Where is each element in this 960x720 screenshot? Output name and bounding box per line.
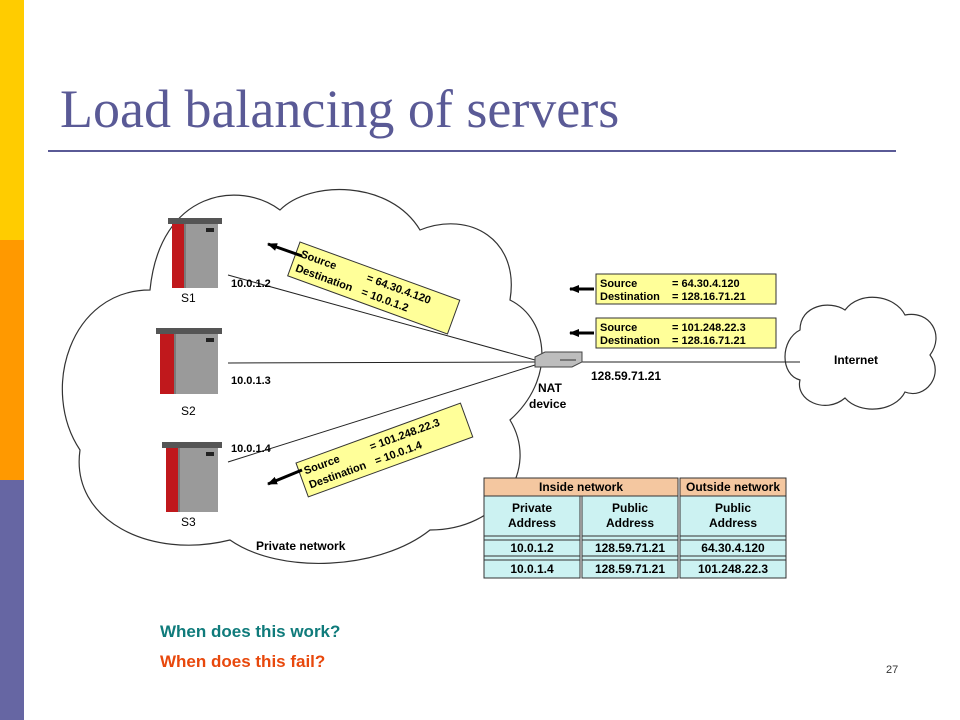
sidebar-band-yellow bbox=[0, 0, 24, 240]
link-s1-nat bbox=[227, 274, 536, 361]
packet-in1-dest-label: Destination bbox=[600, 291, 660, 303]
slide-title: Load balancing of servers bbox=[60, 79, 620, 139]
nat-label-line1: NAT bbox=[538, 381, 562, 395]
sidebar-band-purple bbox=[0, 480, 24, 720]
col-public-line2: Address bbox=[606, 516, 654, 530]
table-row: 10.0.1.4 128.59.71.21 101.248.22.3 bbox=[483, 559, 787, 579]
nat-ip: 128.59.71.21 bbox=[591, 369, 661, 383]
row1-outside: 64.30.4.120 bbox=[701, 541, 765, 555]
server-s1-ip: 10.0.1.2 bbox=[231, 278, 271, 290]
nat-table: Inside network Outside network Private A… bbox=[483, 477, 787, 579]
packet-in1-source-value: = 64.30.4.120 bbox=[672, 278, 740, 290]
packet-in1-source-label: Source bbox=[600, 278, 637, 290]
table-header-inside: Inside network bbox=[539, 480, 623, 494]
packet-in2-source-label: Source bbox=[600, 322, 637, 334]
server-s3-ip: 10.0.1.4 bbox=[231, 443, 272, 455]
arrow-to-s1 bbox=[267, 242, 303, 258]
arrow-to-s3 bbox=[267, 468, 303, 486]
nat-label-line2: device bbox=[529, 397, 567, 411]
link-s2-nat bbox=[227, 361, 536, 364]
server-s2-name: S2 bbox=[181, 404, 196, 418]
packet-in1-dest-value: = 128.16.71.21 bbox=[672, 291, 746, 303]
server-s2-ip: 10.0.1.3 bbox=[231, 375, 271, 387]
decorative-sidebar bbox=[0, 0, 24, 720]
private-network-label: Private network bbox=[256, 539, 346, 553]
sidebar-band-orange bbox=[0, 240, 24, 480]
packet-label-incoming-1: Source = 64.30.4.120 Destination = 128.1… bbox=[595, 273, 777, 305]
col-outside-public-line2: Address bbox=[709, 516, 757, 530]
nat-device bbox=[534, 351, 583, 368]
packet-in2-dest-value: = 128.16.71.21 bbox=[672, 335, 746, 347]
row2-private: 10.0.1.4 bbox=[510, 562, 554, 576]
packet-in2-dest-label: Destination bbox=[600, 335, 660, 347]
server-s2 bbox=[156, 328, 222, 394]
question-when-works: When does this work? bbox=[160, 622, 341, 641]
server-s3 bbox=[162, 442, 222, 512]
col-private-line2: Address bbox=[508, 516, 556, 530]
col-outside-public-line1: Public bbox=[715, 501, 751, 515]
server-s1-name: S1 bbox=[181, 291, 196, 305]
page-number: 27 bbox=[886, 664, 899, 676]
question-when-fails: When does this fail? bbox=[160, 652, 326, 671]
packet-label-to-s1: Source = 64.30.4.120 Destination = 10.0.… bbox=[287, 241, 461, 335]
internet-cloud bbox=[784, 296, 937, 410]
row2-outside: 101.248.22.3 bbox=[698, 562, 768, 576]
packet-in2-source-value: = 101.248.22.3 bbox=[672, 322, 746, 334]
packet-label-incoming-2: Source = 101.248.22.3 Destination = 128.… bbox=[595, 317, 777, 349]
server-s3-name: S3 bbox=[181, 515, 196, 529]
col-public-line1: Public bbox=[612, 501, 648, 515]
row2-public: 128.59.71.21 bbox=[595, 562, 665, 576]
title-divider bbox=[48, 150, 896, 152]
col-private-line1: Private bbox=[512, 501, 552, 515]
link-s3-nat bbox=[227, 364, 536, 463]
row1-private: 10.0.1.2 bbox=[510, 541, 554, 555]
server-s1 bbox=[168, 218, 222, 288]
table-row: 10.0.1.2 128.59.71.21 64.30.4.120 bbox=[483, 539, 787, 557]
internet-label: Internet bbox=[834, 353, 878, 367]
row1-public: 128.59.71.21 bbox=[595, 541, 665, 555]
table-header-outside: Outside network bbox=[686, 480, 780, 494]
